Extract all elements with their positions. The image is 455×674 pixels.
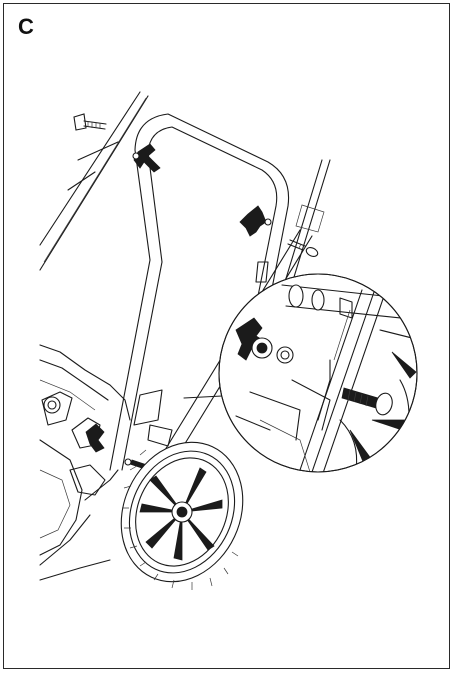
hardware (73, 113, 319, 471)
mower-deck (39, 344, 131, 581)
detail-callout (218, 273, 418, 473)
rear-wheel (120, 441, 244, 590)
knob-left (132, 143, 161, 173)
bolt-left (73, 113, 107, 131)
knob-lower (85, 423, 105, 453)
knob-right (239, 205, 272, 237)
step-label: C (18, 14, 34, 39)
bolt-right (287, 239, 319, 257)
callout-leader (183, 395, 223, 399)
